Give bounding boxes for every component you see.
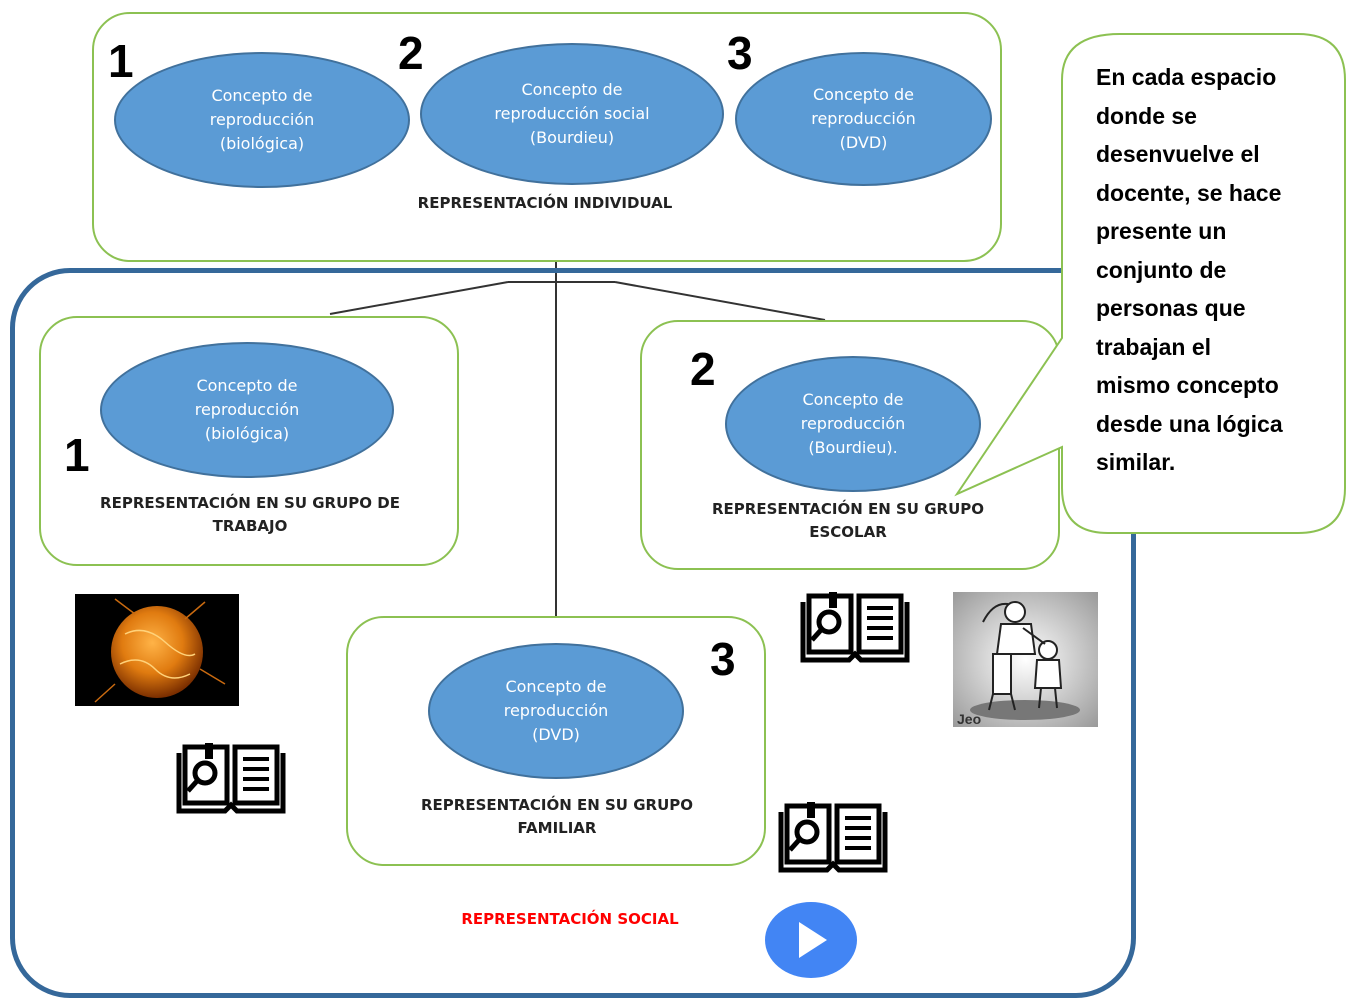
individual-caption: REPRESENTACIÓN INDIVIDUAL [417, 194, 673, 212]
familiar-caption: REPRESENTACIÓN EN SU GRUPO FAMILIAR [421, 796, 693, 837]
cell-image [75, 594, 239, 706]
familiar-number: 3 [710, 633, 736, 685]
concept-ellipse-dvd: Concepto de reproducción (DVD) [735, 52, 992, 186]
play-button-icon[interactable] [763, 900, 859, 980]
trabajo-number: 1 [64, 429, 90, 481]
callout-line: presente un [1096, 218, 1227, 244]
callout-line: conjunto de [1096, 256, 1227, 283]
top-number-3: 3 [727, 27, 753, 79]
callout-line: En cada espacio [1096, 64, 1277, 90]
callout-line: trabajan el [1096, 333, 1212, 360]
callout-line: donde se [1096, 102, 1197, 129]
callout-line: personas que [1096, 295, 1246, 321]
svg-text:Jeo: Jeo [957, 711, 981, 727]
concept-ellipse-familiar: Concepto de reproducción (DVD) [428, 643, 684, 779]
concept-ellipse-biologica: Concepto de reproducción (biológica) [114, 52, 410, 188]
top-number-2: 2 [398, 27, 424, 79]
social-representation-box [10, 268, 1136, 998]
book-search-icon [176, 743, 286, 814]
callout-text: En cada espacio donde se desenvuelve el … [1096, 58, 1341, 482]
concept-ellipse-trabajo: Concepto de reproducción (biológica) [100, 342, 394, 478]
callout-line: desde una lógica [1096, 410, 1283, 437]
book-search-icon [778, 802, 888, 873]
callout-line: similar. [1096, 449, 1176, 475]
book-search-icon [800, 592, 910, 663]
escolar-number: 2 [690, 343, 716, 395]
cartoon-illustration: Jeo [953, 592, 1098, 727]
social-caption: REPRESENTACIÓN SOCIAL [461, 910, 679, 928]
callout-line: desenvuelve el [1096, 141, 1260, 167]
callout-line: mismo concepto [1096, 372, 1279, 398]
concept-ellipse-bourdieu: Concepto de reproducción social (Bourdie… [420, 43, 724, 185]
concept-ellipse-escolar: Concepto de reproducción (Bourdieu). [725, 356, 981, 492]
trabajo-caption: REPRESENTACIÓN EN SU GRUPO DE TRABAJO [100, 494, 400, 535]
callout-line: docente, se hace [1096, 179, 1282, 206]
top-number-1: 1 [108, 35, 134, 87]
escolar-caption: REPRESENTACIÓN EN SU GRUPO ESCOLAR [712, 500, 984, 541]
